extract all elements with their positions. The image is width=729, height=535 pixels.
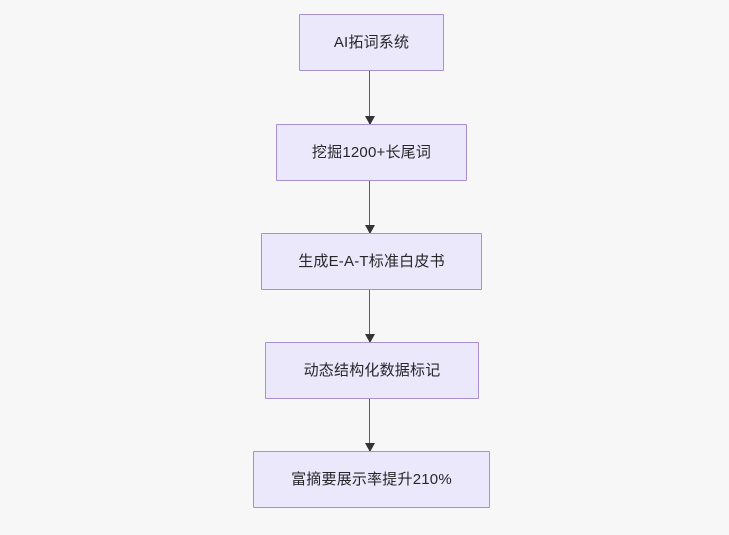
flow-node-label: 动态结构化数据标记 [303, 361, 441, 379]
arrow-head-icon [364, 334, 375, 343]
flow-node-ai-keyword-system[interactable]: AI拓词系统 [299, 14, 444, 71]
flow-node-structured-data-markup[interactable]: 动态结构化数据标记 [265, 342, 479, 399]
flow-node-label: 挖掘1200+长尾词 [311, 143, 432, 161]
flow-connector-n0-n1 [364, 71, 375, 125]
flow-node-longtail-keywords[interactable]: 挖掘1200+长尾词 [276, 124, 467, 181]
connector-line [368, 181, 371, 233]
connector-line [368, 399, 371, 451]
flow-node-rich-snippet-result[interactable]: 富摘要展示率提升210% [253, 451, 490, 508]
arrow-head-icon [364, 443, 375, 452]
arrow-head-icon [364, 225, 375, 234]
flow-connector-n2-n3 [364, 290, 375, 343]
flow-node-label: 生成E-A-T标准白皮书 [298, 252, 445, 270]
connector-line [368, 71, 371, 124]
arrow-head-icon [364, 116, 375, 125]
flow-node-eat-whitepaper[interactable]: 生成E-A-T标准白皮书 [261, 233, 482, 290]
connector-line [368, 290, 371, 342]
flow-node-label: AI拓词系统 [333, 33, 410, 51]
flow-node-label: 富摘要展示率提升210% [291, 470, 452, 488]
flow-connector-n3-n4 [364, 399, 375, 452]
flow-connector-n1-n2 [364, 181, 375, 234]
